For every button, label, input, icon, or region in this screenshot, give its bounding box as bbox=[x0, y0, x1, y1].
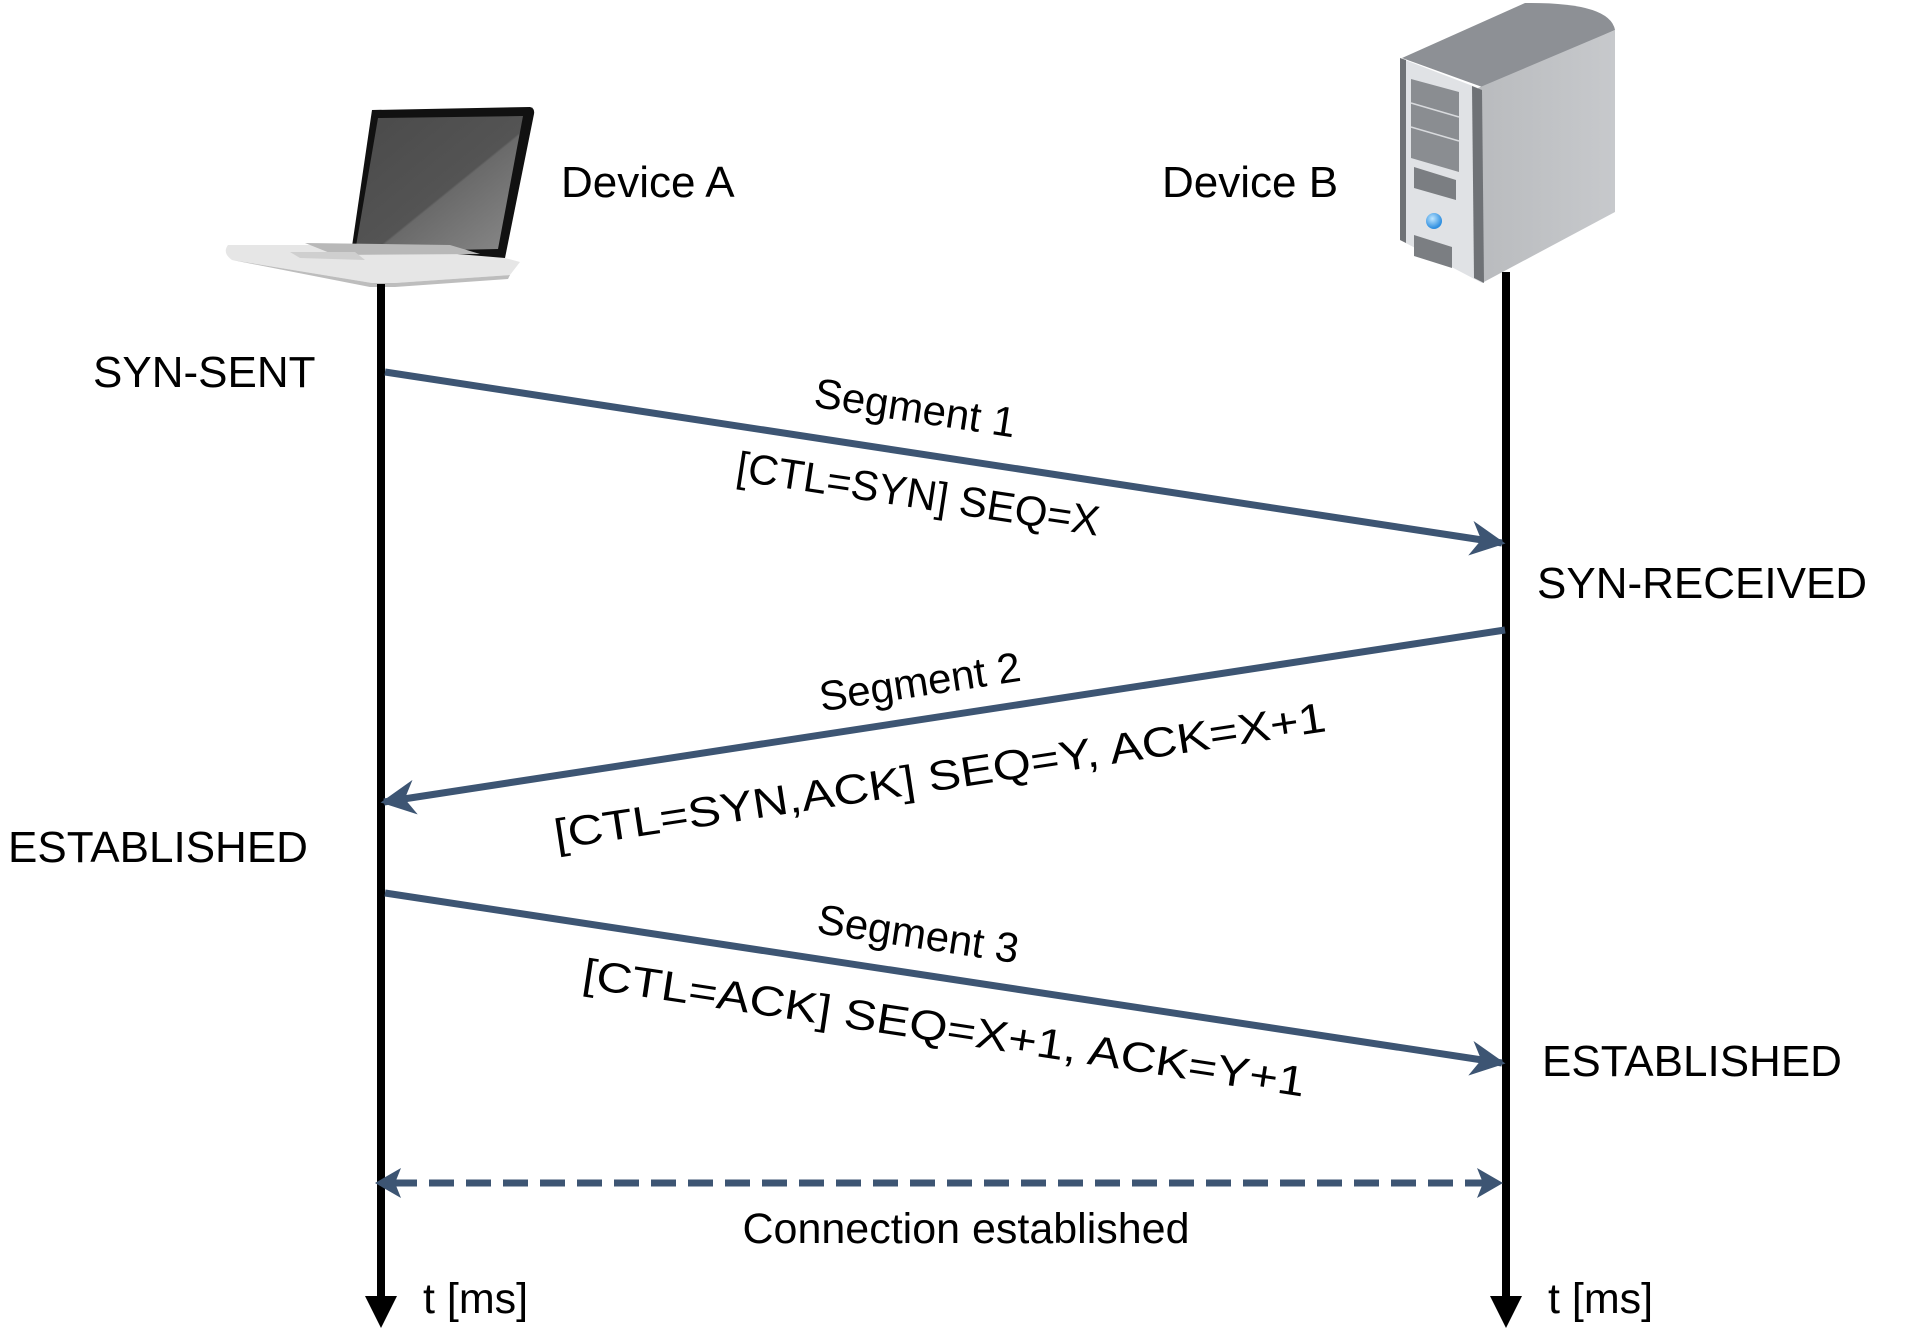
state-a-established: ESTABLISHED bbox=[8, 823, 308, 872]
connection-arrow-left-icon bbox=[375, 1168, 401, 1198]
connection-arrow-right-icon bbox=[1477, 1168, 1503, 1198]
state-b-syn-received: SYN-RECEIVED bbox=[1537, 559, 1867, 608]
state-a-syn-sent: SYN-SENT bbox=[93, 348, 315, 397]
segment-1-arrow bbox=[384, 368, 1506, 556]
state-b-established: ESTABLISHED bbox=[1542, 1037, 1842, 1086]
device-b-label: Device B bbox=[1162, 158, 1338, 207]
segment-3: Segment 3 [CTL=ACK] SEQ=X+1, ACK=Y+1 bbox=[384, 889, 1506, 1106]
time-arrow-a-icon bbox=[365, 1296, 397, 1328]
time-arrow-b-icon bbox=[1490, 1296, 1522, 1328]
server-icon bbox=[1400, 2, 1615, 283]
segment-3-detail: [CTL=ACK] SEQ=X+1, ACK=Y+1 bbox=[580, 950, 1309, 1106]
connection-label: Connection established bbox=[742, 1205, 1189, 1253]
device-a-label: Device A bbox=[561, 158, 735, 207]
segment-1-detail: [CTL=SYN] SEQ=X bbox=[734, 443, 1103, 545]
segment-2: Segment 2 [CTL=SYN,ACK] SEQ=Y, ACK=X+1 bbox=[380, 626, 1506, 858]
segment-2-arrow bbox=[380, 626, 1506, 815]
device-b-timeline bbox=[1490, 272, 1522, 1328]
segment-3-arrow bbox=[384, 889, 1506, 1076]
time-axis-b-label: t [ms] bbox=[1548, 1275, 1653, 1323]
segment-1: Segment 1 [CTL=SYN] SEQ=X bbox=[384, 368, 1506, 556]
time-axis-a-label: t [ms] bbox=[423, 1275, 528, 1323]
device-a-timeline bbox=[365, 284, 397, 1328]
laptop-icon bbox=[225, 107, 535, 287]
segment-1-name: Segment 1 bbox=[811, 369, 1019, 446]
connection-established: Connection established bbox=[375, 1168, 1503, 1253]
